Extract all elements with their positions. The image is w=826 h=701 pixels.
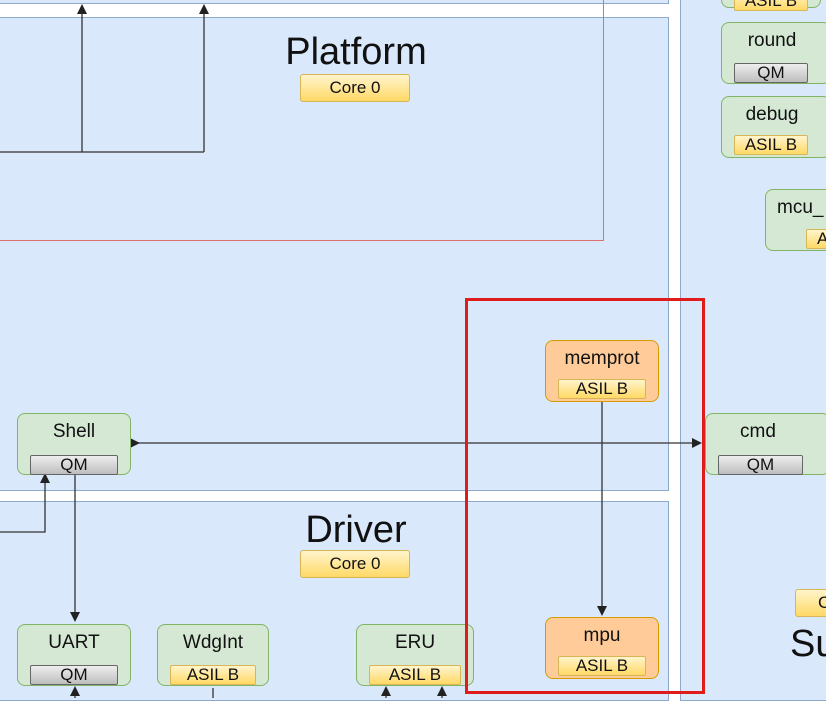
top-strip-region xyxy=(0,0,669,4)
node-cmd[interactable]: cmd QM xyxy=(705,413,826,475)
node-eru-label: ERU xyxy=(394,632,436,653)
node-round[interactable]: round QM xyxy=(721,22,826,84)
node-cmd-tag: QM xyxy=(718,455,803,475)
node-debug-tag: ASIL B xyxy=(734,135,808,155)
node-uart-tag: QM xyxy=(30,665,118,685)
node-uart-label: UART xyxy=(48,632,100,653)
node-shell-tag: QM xyxy=(30,455,118,475)
subsystem-title-partial: Su xyxy=(790,623,826,665)
node-mcu-label: mcu_ xyxy=(777,197,824,218)
platform-title: Platform xyxy=(285,31,427,73)
node-mpu[interactable]: mpu ASIL B xyxy=(545,617,659,679)
node-uart[interactable]: UART QM xyxy=(17,624,131,686)
node-mcu-tag: A xyxy=(806,229,826,249)
node-eru-tag: ASIL B xyxy=(369,665,461,685)
node-mpu-tag: ASIL B xyxy=(558,656,646,676)
platform-core-badge: Core 0 xyxy=(300,74,410,102)
node-debug-label: debug xyxy=(745,104,799,125)
node-wdgint[interactable]: WdgInt ASIL B xyxy=(157,624,269,686)
node-memprot[interactable]: memprot ASIL B xyxy=(545,340,659,402)
node-mpu-label: mpu xyxy=(583,625,621,646)
node-shell[interactable]: Shell QM xyxy=(17,413,131,475)
highlight-box xyxy=(465,298,705,694)
driver-title: Driver xyxy=(305,509,407,551)
node-mcu[interactable]: mcu_ A xyxy=(765,189,826,251)
node-wdgint-tag: ASIL B xyxy=(170,665,256,685)
node-wdgint-label: WdgInt xyxy=(182,632,244,653)
node-debug[interactable]: debug ASIL B xyxy=(721,96,826,158)
node-round-label: round xyxy=(747,30,797,51)
node-memprot-label: memprot xyxy=(564,348,640,369)
node-cmd-label: cmd xyxy=(740,421,776,442)
node-shell-label: Shell xyxy=(52,421,96,442)
node-top-partial[interactable]: ASIL B xyxy=(721,0,821,11)
node-top-partial-tag: ASIL B xyxy=(734,0,808,11)
node-round-tag: QM xyxy=(734,63,808,83)
inner-red-box xyxy=(0,0,604,241)
node-eru[interactable]: ERU ASIL B xyxy=(356,624,474,686)
left-to-shell-arrow xyxy=(0,473,50,533)
node-memprot-tag: ASIL B xyxy=(558,379,646,399)
driver-core-badge: Core 0 xyxy=(300,550,410,578)
subsystem-core-badge-partial: C xyxy=(795,589,826,617)
